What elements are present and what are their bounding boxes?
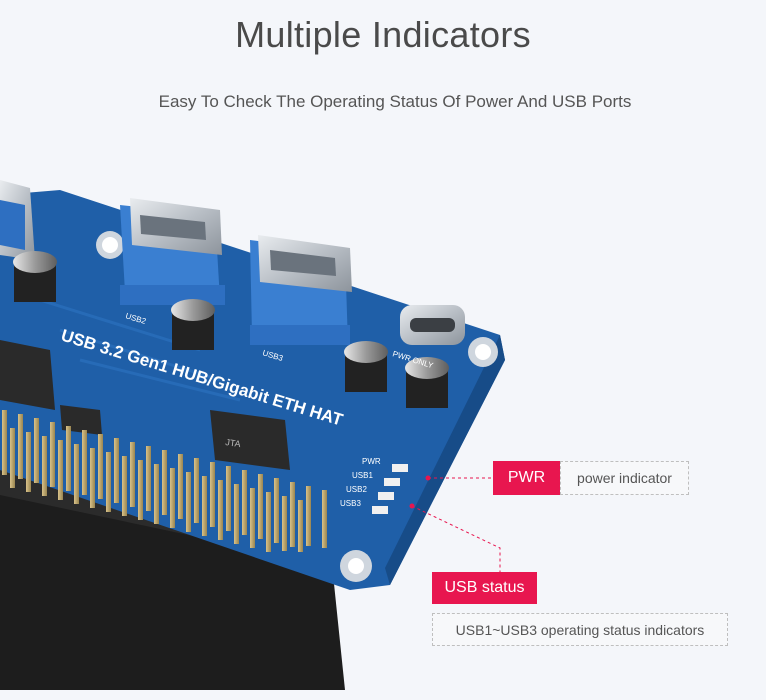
pwr-badge: PWR xyxy=(493,461,560,495)
led-label-usb1: USB1 xyxy=(352,471,373,480)
usb-c-port xyxy=(400,305,465,345)
led-label-pwr: PWR xyxy=(362,457,381,466)
ethernet-chip: JTA xyxy=(210,410,290,470)
usb-hub-chip xyxy=(0,340,55,410)
svg-text:JTA: JTA xyxy=(225,437,242,449)
usb-port-left-partial xyxy=(0,180,35,260)
capacitors xyxy=(13,251,449,408)
page-title: Multiple Indicators xyxy=(235,14,531,55)
usb-port-usb3 xyxy=(250,235,352,345)
status-leds xyxy=(372,464,408,514)
gpio-pins xyxy=(2,410,327,552)
mounting-holes xyxy=(96,231,498,582)
callout-lines xyxy=(409,475,501,572)
led-labels: PWR USB1 USB2 USB3 xyxy=(340,457,381,508)
usb-status-badge: USB status xyxy=(432,572,537,604)
usb-status-description: USB1~USB3 operating status indicators xyxy=(432,613,728,646)
page-subtitle: Easy To Check The Operating Status Of Po… xyxy=(158,92,632,111)
usb-port-usb2 xyxy=(120,198,225,305)
led-label-usb2: USB2 xyxy=(346,485,367,494)
pwr-description: power indicator xyxy=(560,461,689,495)
led-label-usb3: USB3 xyxy=(340,499,361,508)
